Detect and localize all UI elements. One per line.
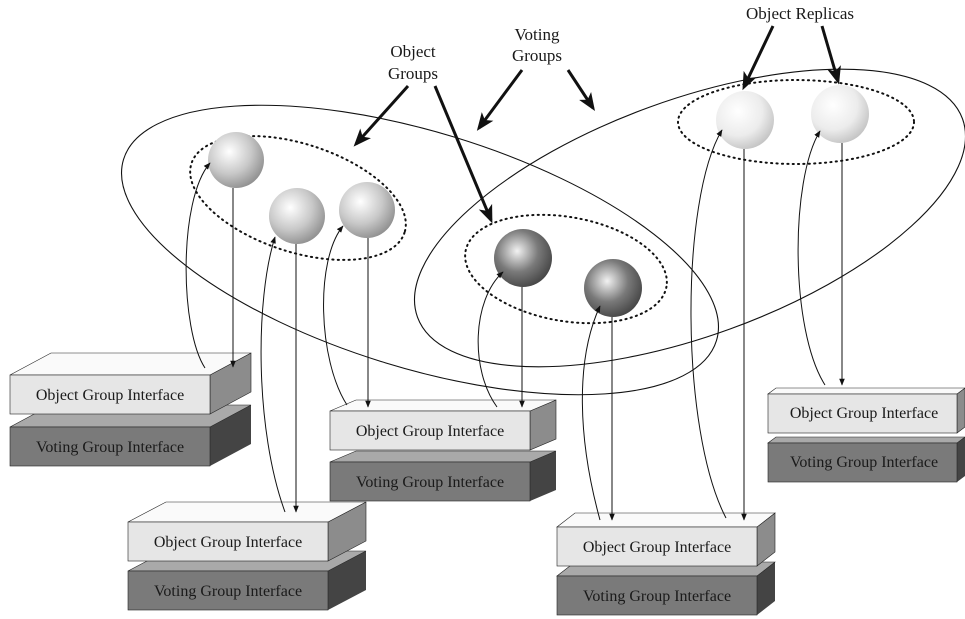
voting-interface-label: Voting Group Interface bbox=[790, 454, 938, 471]
object-replica-sphere bbox=[811, 85, 869, 143]
object-interface-label: Object Group Interface bbox=[36, 387, 184, 404]
callout-arrow-object-groups-left bbox=[353, 84, 410, 147]
object-replica-sphere bbox=[584, 259, 642, 317]
voting-interface-box bbox=[127, 570, 329, 611]
voting-interface-box-side bbox=[210, 405, 251, 466]
voting-interface-box-top bbox=[767, 436, 965, 444]
callout-arrow-object-groups-middle bbox=[433, 85, 493, 224]
object-interface-box-side bbox=[956, 387, 965, 434]
voting-group-ellipse-left bbox=[120, 104, 720, 396]
object-replica-sphere bbox=[494, 229, 552, 287]
object-interface-label: Object Group Interface bbox=[154, 534, 302, 551]
interface-stack: Voting Group Interface Object Group Inte… bbox=[556, 512, 776, 616]
voting-interface-box bbox=[556, 575, 758, 616]
voting-interface-box-side bbox=[530, 451, 556, 501]
object-interface-label: Object Group Interface bbox=[356, 423, 504, 440]
object-interface-label: Object Group Interface bbox=[790, 405, 938, 422]
object-replica-sphere bbox=[269, 188, 325, 244]
object-replica-sphere bbox=[208, 132, 264, 188]
object-interface-box-top bbox=[127, 501, 367, 523]
callout-arrow-voting-groups-right bbox=[566, 69, 595, 112]
callout-arrow-voting-groups-left bbox=[476, 69, 524, 131]
label-voting-groups-line1: Voting bbox=[514, 25, 560, 44]
label-object-groups-line1: Object bbox=[390, 42, 436, 61]
voting-interface-box-side bbox=[757, 562, 775, 615]
object-group-ellipse-middle bbox=[464, 213, 668, 325]
voting-interface-box-top bbox=[329, 450, 557, 463]
interface-stack: Voting Group Interface Object Group Inte… bbox=[9, 352, 252, 467]
connector-interface-to-sphere bbox=[477, 271, 504, 408]
voting-group-ellipse-right bbox=[413, 68, 965, 368]
label-object-groups-line2: Groups bbox=[388, 64, 438, 83]
object-interface-box-top bbox=[9, 352, 252, 376]
connector-interface-to-sphere bbox=[690, 129, 727, 519]
object-interface-box-top bbox=[767, 387, 965, 395]
voting-interface-label: Voting Group Interface bbox=[583, 588, 731, 605]
voting-interface-label: Voting Group Interface bbox=[154, 583, 302, 600]
voting-interface-box bbox=[767, 442, 958, 483]
callout-arrow-object-replicas-left bbox=[742, 25, 775, 91]
object-interface-box bbox=[127, 521, 329, 562]
voting-interface-label: Voting Group Interface bbox=[356, 474, 504, 491]
voting-interface-box-side bbox=[957, 437, 965, 482]
voting-interface-box-side bbox=[328, 551, 366, 610]
interface-stack: Voting Group Interface Object Group Inte… bbox=[329, 399, 557, 502]
voting-interface-box bbox=[9, 426, 211, 467]
object-group-ellipse-left bbox=[189, 135, 407, 261]
connector-interface-to-sphere bbox=[797, 130, 826, 386]
object-interface-box bbox=[767, 393, 958, 434]
object-interface-label: Object Group Interface bbox=[583, 539, 731, 556]
interface-stack: Voting Group Interface Object Group Inte… bbox=[127, 501, 367, 611]
voting-interface-label: Voting Group Interface bbox=[36, 439, 184, 456]
callout-arrow-object-replicas-right bbox=[820, 25, 841, 85]
object-replica-sphere bbox=[716, 91, 774, 149]
connector-interface-to-sphere bbox=[260, 236, 286, 513]
object-interface-box bbox=[9, 374, 211, 415]
connector-interface-to-sphere bbox=[185, 162, 211, 369]
voting-interface-box bbox=[329, 461, 531, 502]
connector-interface-to-sphere bbox=[323, 225, 348, 406]
interface-stack: Voting Group Interface Object Group Inte… bbox=[767, 387, 965, 483]
label-object-replicas: Object Replicas bbox=[746, 4, 854, 23]
object-interface-box bbox=[556, 526, 758, 567]
object-replica-sphere bbox=[339, 182, 395, 238]
object-interface-box-top bbox=[556, 512, 776, 528]
object-interface-box bbox=[329, 410, 531, 451]
object-group-ellipse-right bbox=[677, 79, 915, 165]
label-voting-groups-line2: Groups bbox=[512, 46, 562, 65]
connector-interface-to-sphere bbox=[581, 305, 601, 521]
